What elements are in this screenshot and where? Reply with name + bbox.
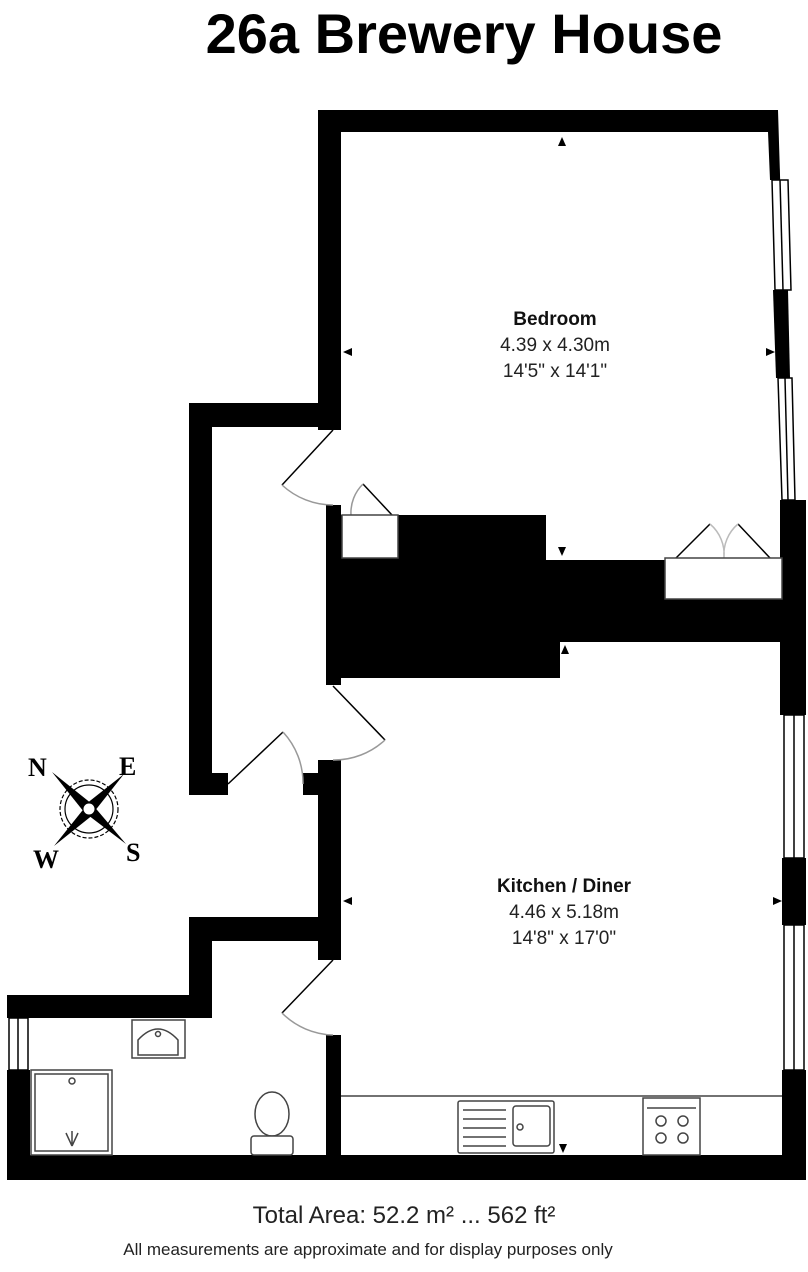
room-label-kitchen: Kitchen / Diner 4.46 x 5.18m 14'8" x 17'… — [444, 874, 684, 952]
compass-w: W — [33, 845, 59, 874]
room-imperial: 14'8" x 17'0" — [511, 928, 617, 949]
wardrobe — [664, 557, 783, 600]
room-metric: 4.39 x 4.30m — [500, 335, 610, 356]
room-name: Kitchen / Diner — [496, 876, 632, 897]
windows — [8, 179, 805, 1071]
fixtures — [30, 514, 783, 1156]
room-imperial: 14'5" x 14'1" — [502, 361, 608, 382]
cupboard — [341, 514, 399, 559]
walls — [7, 110, 806, 1180]
doors — [227, 429, 771, 1036]
shower-tray-icon — [30, 1069, 113, 1156]
total-area: Total Area: 52.2 m² ... 562 ft² — [252, 1202, 556, 1229]
room-name: Bedroom — [513, 309, 597, 330]
compass-n: N — [28, 753, 47, 782]
basin-icon — [131, 1019, 186, 1059]
toilet-icon — [250, 1091, 294, 1156]
room-metric: 4.46 x 5.18m — [509, 902, 619, 923]
room-label-bedroom: Bedroom 4.39 x 4.30m 14'5" x 14'1" — [455, 307, 655, 385]
sink-icon — [457, 1100, 555, 1154]
plan-title: 26a Brewery House — [205, 2, 723, 65]
dimension-arrows — [343, 137, 782, 1153]
compass-e: E — [119, 752, 136, 781]
disclaimer: All measurements are approximate and for… — [123, 1240, 613, 1259]
compass-s: S — [126, 838, 140, 867]
hob-icon — [642, 1097, 701, 1156]
compass-icon: N E S W — [28, 752, 140, 874]
